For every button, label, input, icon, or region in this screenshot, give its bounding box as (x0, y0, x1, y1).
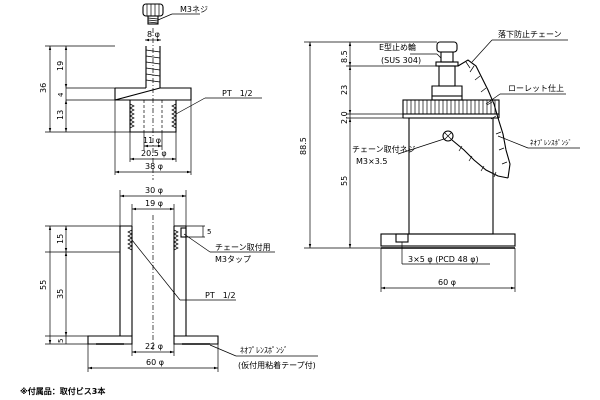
chain-screw (442, 130, 454, 142)
dim-23: 23 (340, 85, 349, 95)
footnote: ※付属品：取付ビス3本 (20, 387, 106, 396)
top-view-fitting: M3ネジ 8 φ 36 19 4 13 PT 1/2 (39, 3, 262, 180)
knurl-label: ローレット仕上 (508, 83, 564, 93)
e-ring-label-2: (SUS 304) (381, 56, 421, 65)
sponge-label-1: ﾈｵﾌﾟﾚﾝｽﾎﾟﾝｼﾞ (240, 346, 288, 355)
dim-38phi: 38 φ (145, 162, 163, 171)
dim-22phi: 22 φ (145, 342, 163, 351)
m3-tap (180, 227, 187, 238)
chain-screw-label-2: M3×3.5 (356, 157, 387, 166)
holes-label: 3×5 φ (PCD 48 φ) (408, 255, 479, 264)
dim-11phi: 11 φ (143, 136, 161, 145)
chain-tap-label-1: チェーン取付用 (215, 242, 271, 252)
chain-tap-label-2: M3タップ (215, 255, 251, 264)
e-ring-label-1: E型止め輪 (379, 42, 416, 52)
pt-label-bottom: PT 1/2 (205, 291, 236, 300)
dim-55-left: 55 (39, 280, 48, 290)
main-body (408, 117, 494, 235)
pt-label-top: PT 1/2 (222, 89, 253, 98)
dim-55-right: 55 (340, 176, 349, 186)
fall-prevention-chain (457, 59, 511, 179)
dim-88-5: 88.5 (299, 137, 308, 155)
dim-60phi-right: 60 φ (438, 278, 456, 287)
dim-19: 19 (56, 61, 65, 71)
dim-15: 15 (56, 234, 65, 244)
dim-4: 4 (57, 92, 65, 97)
bottom-view-stand: 30 φ 19 φ 5 チェーン取付用 M3タップ 55 15 (39, 186, 318, 372)
sponge-label-2: (仮付用粘着テープ付) (238, 360, 316, 370)
assembly-view: E型止め輪 (SUS 304) 落下防止チェーン ローレット仕上 ﾈｵﾌﾟﾚﾝｽ… (299, 29, 580, 292)
m3-screw-head (142, 3, 164, 17)
dim-5-tap: 5 (207, 228, 211, 236)
chain-label: 落下防止チェーン (498, 29, 562, 39)
dim-8-5: 8.5 (340, 50, 349, 63)
m3-screw-label: M3ネジ (180, 5, 208, 14)
dim-35: 35 (56, 289, 65, 299)
sponge-label-right: ﾈｵﾌﾟﾚﾝｽﾎﾟﾝｼﾞ (530, 139, 572, 147)
chain-screw-label-1: チェーン取付ネジ (352, 144, 416, 154)
dim-5-base: 5 (57, 339, 65, 343)
dim-30phi: 30 φ (145, 186, 163, 195)
dim-2-0: 2.0 (340, 111, 349, 124)
dim-60phi-left: 60 φ (146, 358, 164, 367)
dim-13: 13 (56, 110, 65, 120)
dim-19phi: 19 φ (145, 199, 163, 208)
dim-36: 36 (39, 83, 48, 93)
dim-20-5phi: 20.5 φ (141, 149, 167, 158)
dim-8phi: 8 φ (147, 30, 160, 39)
